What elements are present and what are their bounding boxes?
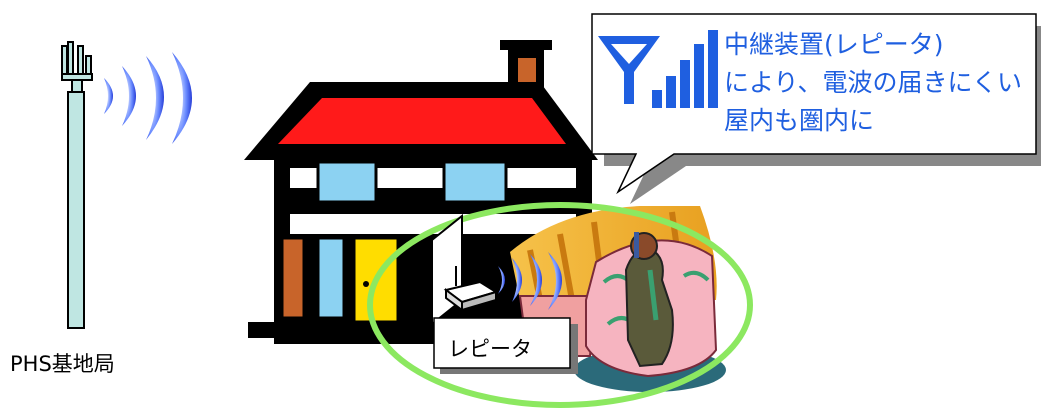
house-base [248, 322, 424, 338]
base-station-label: PHS基地局 [10, 348, 115, 378]
tower-antenna-icon [62, 42, 92, 92]
tower-pole [68, 92, 84, 328]
callout-text: 中継装置(レピータ) により、電波の届きにくい 屋内も圏内に [724, 26, 1022, 140]
callout-line-1: 中継装置(レピータ) [724, 26, 1022, 64]
base-station-tower [62, 42, 92, 328]
repeater-label: レピータ [448, 333, 532, 363]
callout-line-2: により、電波の届きにくい [724, 64, 1022, 102]
window-left [318, 162, 376, 202]
tower-radio-waves-icon [104, 52, 192, 144]
window-right [444, 162, 506, 202]
callout-line-3: 屋内も圏内に [724, 102, 1022, 140]
handset-icon [634, 232, 639, 258]
